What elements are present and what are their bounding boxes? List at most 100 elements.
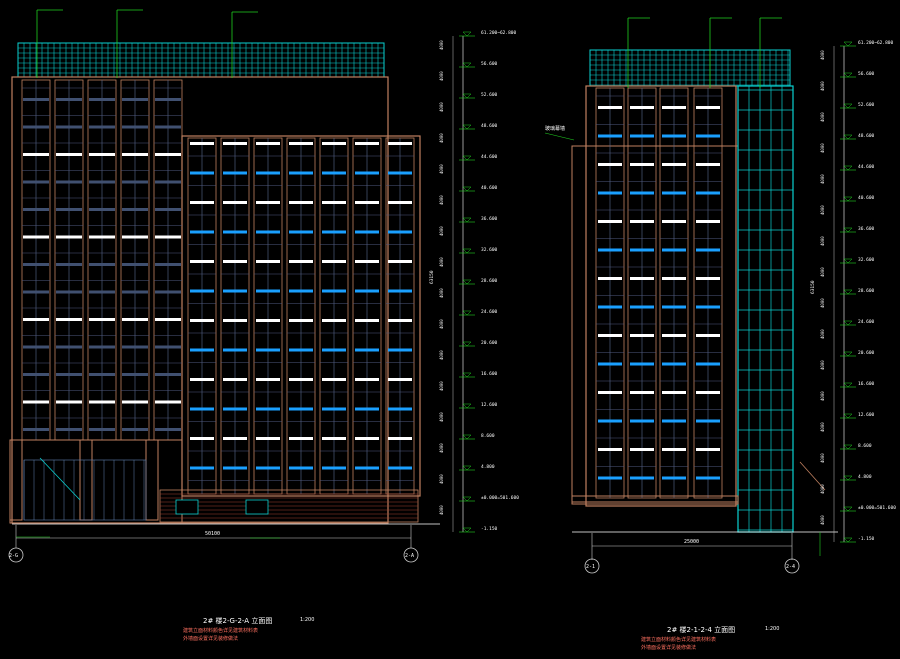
left-floor-height: 4000: [439, 474, 444, 484]
right-window-band: [662, 419, 686, 423]
left-window-band: [122, 290, 148, 294]
left-window-band: [155, 208, 181, 211]
right-floor-height: 4000: [820, 422, 825, 432]
right-elevation-label: 28.600: [858, 288, 875, 294]
left-wing-window-band: [322, 407, 346, 411]
left-wing-window-band: [223, 142, 247, 145]
right-elevation-label: 24.600: [858, 319, 875, 325]
right-floor-height: 4000: [820, 81, 825, 91]
left-wing-window-band: [289, 378, 313, 381]
left-window-band: [122, 428, 148, 431]
left-window-band: [155, 345, 181, 349]
left-elevation-label: 4.800: [481, 464, 495, 470]
left-window-band: [155, 290, 181, 294]
left-wing-window-band: [190, 437, 214, 440]
right-elevation-marker: [843, 258, 853, 264]
left-wing-window-band: [190, 407, 214, 411]
left-window-band: [122, 125, 148, 129]
left-floor-height: 4000: [439, 195, 444, 205]
right-window-band: [662, 134, 686, 138]
left-elevation-label: 48.600: [481, 123, 498, 129]
left-wing-window-band: [223, 466, 247, 470]
right-note-2: 外墙面设置详见装修做法: [641, 645, 697, 651]
right-window-band: [696, 362, 720, 366]
left-grid-bubble: [8, 547, 24, 563]
left-wing-window-band: [289, 319, 313, 322]
left-window-band: [122, 180, 148, 184]
left-wing-window-band: [190, 142, 214, 145]
right-side-note: 玻璃幕墙: [545, 126, 566, 132]
left-wing-window-band: [355, 201, 379, 204]
left-canopy-brace: [39, 457, 81, 501]
left-window-band: [122, 400, 148, 404]
right-window-band: [630, 277, 654, 280]
right-elevation-marker: [843, 320, 853, 326]
left-wing-window-band: [289, 289, 313, 293]
right-window-band: [662, 163, 686, 166]
right-window-band: [630, 448, 654, 451]
right-floor-height: 4000: [820, 205, 825, 215]
right-window-band: [630, 419, 654, 423]
left-window-band: [56, 235, 82, 239]
left-window-band: [56, 345, 82, 349]
right-window-band: [598, 419, 622, 423]
left-wing-window-band: [256, 171, 280, 175]
right-window-band: [598, 220, 622, 223]
left-window-band: [155, 153, 181, 156]
left-wing-window-band: [355, 230, 379, 234]
left-wing-window-band: [256, 230, 280, 234]
left-wing-window-band: [388, 437, 412, 440]
left-elevation-marker: [462, 465, 472, 471]
left-window-band: [56, 208, 82, 211]
right-window-band: [662, 448, 686, 451]
left-wing-window-band: [322, 201, 346, 204]
right-window-band: [696, 419, 720, 423]
right-window-band: [630, 248, 654, 252]
left-wing-window-band: [223, 437, 247, 440]
left-wing-window-band: [190, 230, 214, 234]
left-window-band: [56, 290, 82, 294]
right-window-band: [696, 448, 720, 451]
left-window-band: [23, 290, 49, 294]
right-grid-label-end: 2-4: [786, 564, 795, 570]
left-floor-height: 4000: [439, 381, 444, 391]
right-window-band: [630, 220, 654, 223]
left-elevation-label: 40.600: [481, 185, 498, 191]
right-width-dimension-text: 25000: [684, 539, 699, 545]
right-window-band: [696, 163, 720, 166]
left-window-band: [56, 400, 82, 404]
right-window-band: [598, 391, 622, 394]
left-wing-window-band: [322, 466, 346, 470]
left-wing-window-band: [190, 260, 214, 263]
left-window-band: [89, 208, 115, 211]
right-window-band: [662, 305, 686, 309]
right-elevation-label: 16.600: [858, 381, 875, 387]
left-elevation-label: 56.600: [481, 61, 498, 67]
left-window-band: [122, 208, 148, 211]
left-wing-window-band: [355, 142, 379, 145]
right-floor-height: 4000: [820, 112, 825, 122]
left-wing-window-band: [388, 171, 412, 175]
left-window-band: [155, 400, 181, 404]
right-window-band: [662, 106, 686, 109]
right-window-band: [598, 191, 622, 195]
left-window-band: [56, 125, 82, 129]
left-wing-window-band: [322, 260, 346, 263]
left-floor-height: 4000: [439, 71, 444, 81]
left-elevation-marker: [462, 155, 472, 161]
left-floor-height: 4000: [439, 226, 444, 236]
right-floor-height: 4000: [820, 515, 825, 525]
left-elevation-marker: [462, 124, 472, 130]
left-window-band: [89, 400, 115, 404]
left-wing-window-band: [190, 319, 214, 322]
left-window-band: [89, 235, 115, 239]
left-total-height: 63150: [429, 270, 435, 284]
left-elevation-marker: [462, 93, 472, 99]
left-window-band: [89, 125, 115, 129]
right-window-band: [630, 134, 654, 138]
right-elevation-label: 56.600: [858, 71, 875, 77]
left-window-band: [89, 180, 115, 184]
left-window-band: [155, 235, 181, 239]
